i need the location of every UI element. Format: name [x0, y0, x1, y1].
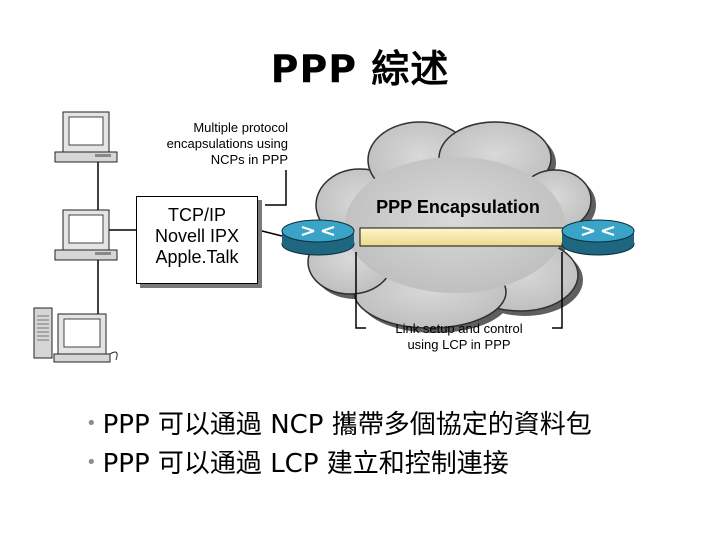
workstation-2-icon [54, 209, 118, 261]
bullet-item: •PPP 可以通過 NCP 攜帶多個協定的資料包 [86, 405, 706, 444]
lcp-annotation-line: using LCP in PPP [407, 337, 511, 352]
ncp-annotation-line: encapsulations using [166, 136, 288, 151]
workstation-1-icon [54, 111, 118, 163]
bullet-text: PPP 可以通過 LCP 建立和控制連接 [102, 449, 509, 479]
ncp-annotation: Multiple protocol encapsulations using N… [120, 120, 288, 168]
ncp-annotation-line: Multiple protocol [193, 120, 288, 135]
router-right-icon [561, 219, 635, 256]
bullet-text: PPP 可以通過 NCP 攜帶多個協定的資料包 [102, 410, 592, 440]
protocol-ipx: Novell IPX [154, 226, 240, 246]
bullet-marker: • [86, 452, 97, 473]
protocol-appletalk: Apple.Talk [155, 247, 239, 267]
lcp-annotation-line: Link setup and control [395, 321, 523, 336]
ppp-link-bar [359, 227, 567, 247]
box-to-router-line [257, 229, 283, 237]
workstation-3-icon [33, 307, 118, 363]
ncp-pointer-line [265, 170, 287, 206]
lcp-annotation: Link setup and control using LCP in PPP [366, 321, 552, 353]
ppp-encapsulation-label: PPP Encapsulation [376, 197, 540, 217]
bullet-marker: • [86, 413, 97, 434]
protocol-tcpip: TCP/IP [167, 205, 226, 225]
protocol-list-box: TCP/IP Novell IPX Apple.Talk [136, 196, 258, 284]
slide-title: PPP 綜述 [270, 47, 450, 91]
ncp-annotation-line: NCPs in PPP [210, 152, 288, 167]
router-left-icon [281, 219, 355, 256]
lcp-pointer-left [355, 252, 366, 329]
network-cloud [307, 121, 596, 333]
lcp-pointer-right [552, 252, 563, 329]
bullet-list: •PPP 可以通過 NCP 攜帶多個協定的資料包 •PPP 可以通過 LCP 建… [86, 405, 706, 483]
bullet-item: •PPP 可以通過 LCP 建立和控制連接 [86, 444, 706, 483]
